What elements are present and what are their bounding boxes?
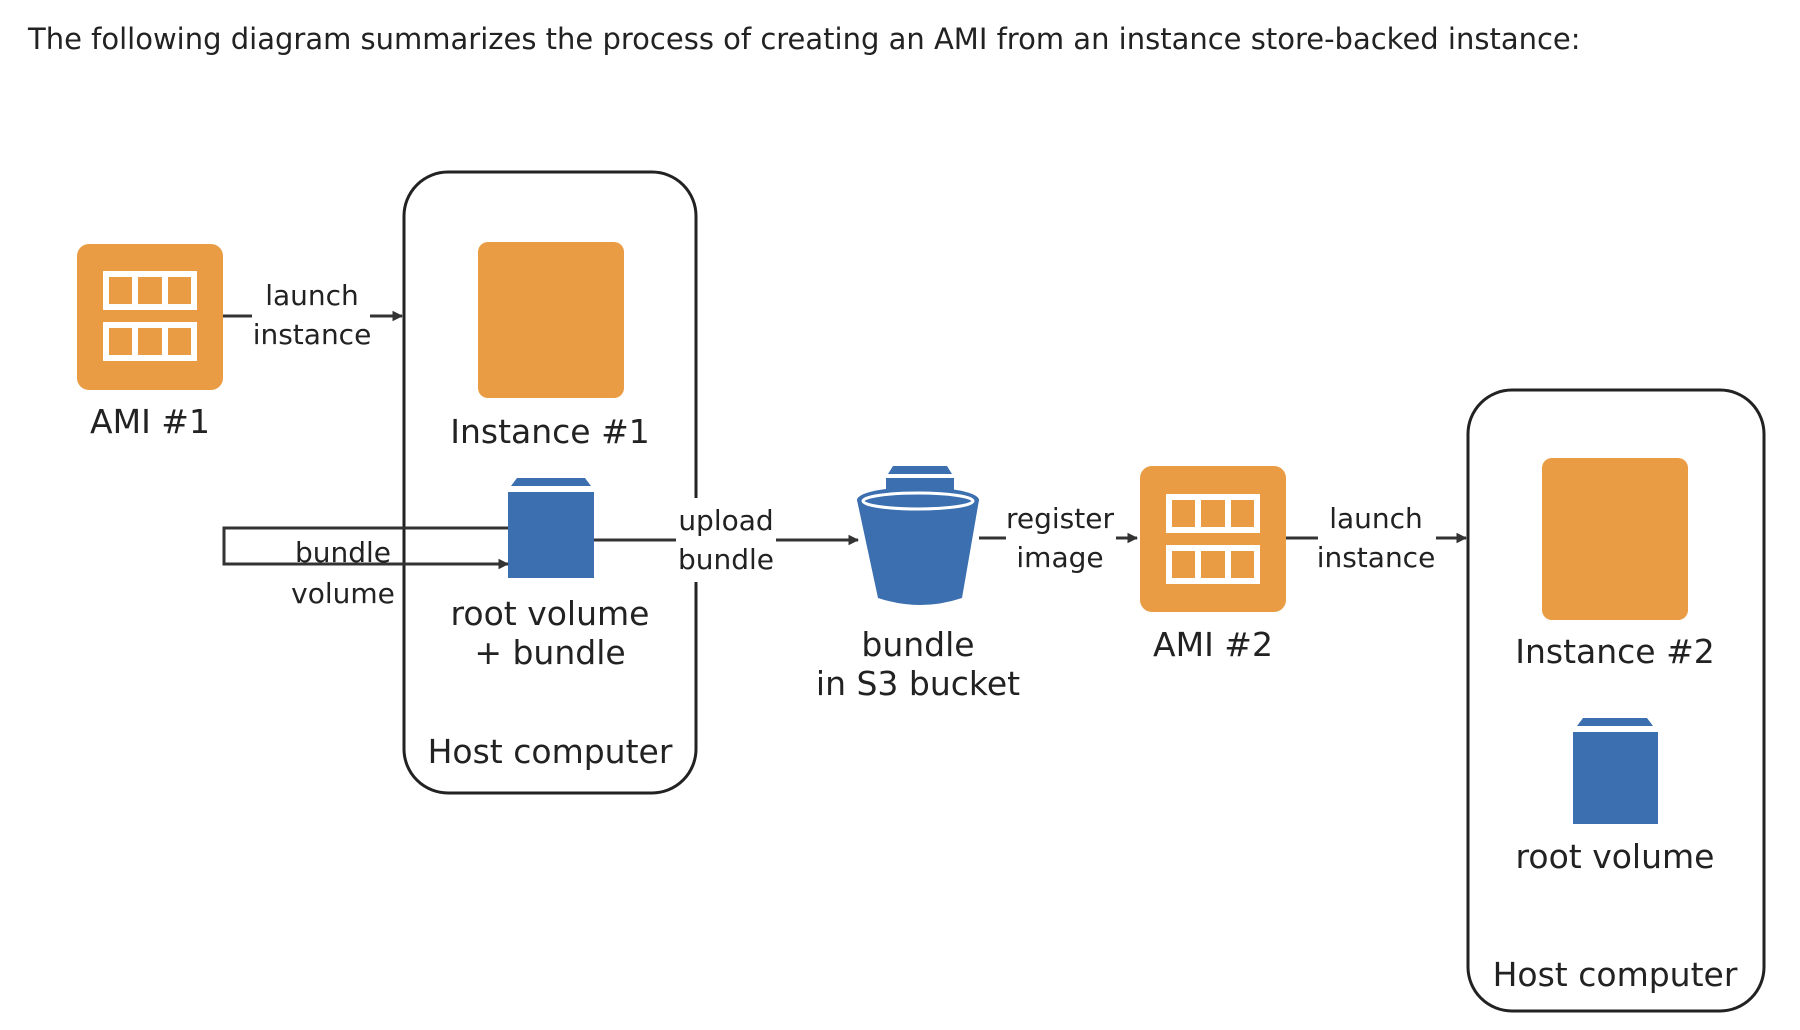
instance-icon (1542, 458, 1688, 620)
ami-1-label: AMI #1 (90, 402, 210, 441)
ami-1: AMI #1 (77, 244, 223, 441)
s3-bucket: bundle in S3 bucket (816, 466, 1020, 703)
host-1-title: Host computer (428, 732, 673, 771)
arrow-bundle-line1: bundle (295, 536, 391, 569)
intro-text: The following diagram summarizes the pro… (28, 22, 1581, 56)
volume-icon (1573, 718, 1658, 824)
ami-2: AMI #2 (1140, 466, 1286, 664)
host-computer-1: Instance #1 root volume + bundle Host co… (402, 170, 698, 795)
root-volume-label: root volume (1516, 837, 1715, 876)
arrow-register-image: register image (979, 496, 1139, 580)
ami-2-label: AMI #2 (1153, 625, 1273, 664)
host-2-frame (1466, 388, 1766, 1013)
instance-1-label: Instance #1 (450, 412, 650, 451)
arrow-launch-1-line2: instance (253, 318, 372, 351)
arrow-upload-line1: upload (678, 504, 773, 537)
arrow-upload-bundle: upload bundle (594, 498, 860, 582)
s3-bucket-icon (857, 466, 979, 605)
arrow-launch-2-line1: launch (1329, 502, 1423, 535)
host-2-title: Host computer (1493, 955, 1738, 994)
ami-icon (1140, 466, 1286, 612)
arrow-loop-line (222, 526, 510, 570)
volume-icon (508, 478, 594, 578)
instance-2-label: Instance #2 (1515, 632, 1715, 671)
arrow-launch-2-line2: instance (1317, 541, 1436, 574)
arrow-bundle-line2: volume (291, 577, 395, 610)
host-computer-2: Instance #2 root volume Host computer (1466, 388, 1766, 1013)
s3-label-line1: bundle (861, 625, 974, 664)
root-volume-bundle-line1: root volume (451, 594, 650, 633)
arrow-launch-instance-2: launch instance (1286, 496, 1468, 580)
host-1-frame (402, 170, 698, 795)
arrow-register-line2: image (1016, 541, 1103, 574)
instance-icon (478, 242, 624, 398)
arrow-launch-instance-1: launch instance (223, 274, 404, 354)
arrow-bundle-volume: bundle volume (222, 526, 510, 610)
arrow-launch-1-line1: launch (265, 279, 359, 312)
ami-icon (77, 244, 223, 390)
s3-label-line2: in S3 bucket (816, 664, 1020, 703)
arrow-upload-line2: bundle (678, 543, 774, 576)
root-volume-bundle-line2: + bundle (474, 633, 625, 672)
arrow-register-line1: register (1006, 502, 1114, 535)
